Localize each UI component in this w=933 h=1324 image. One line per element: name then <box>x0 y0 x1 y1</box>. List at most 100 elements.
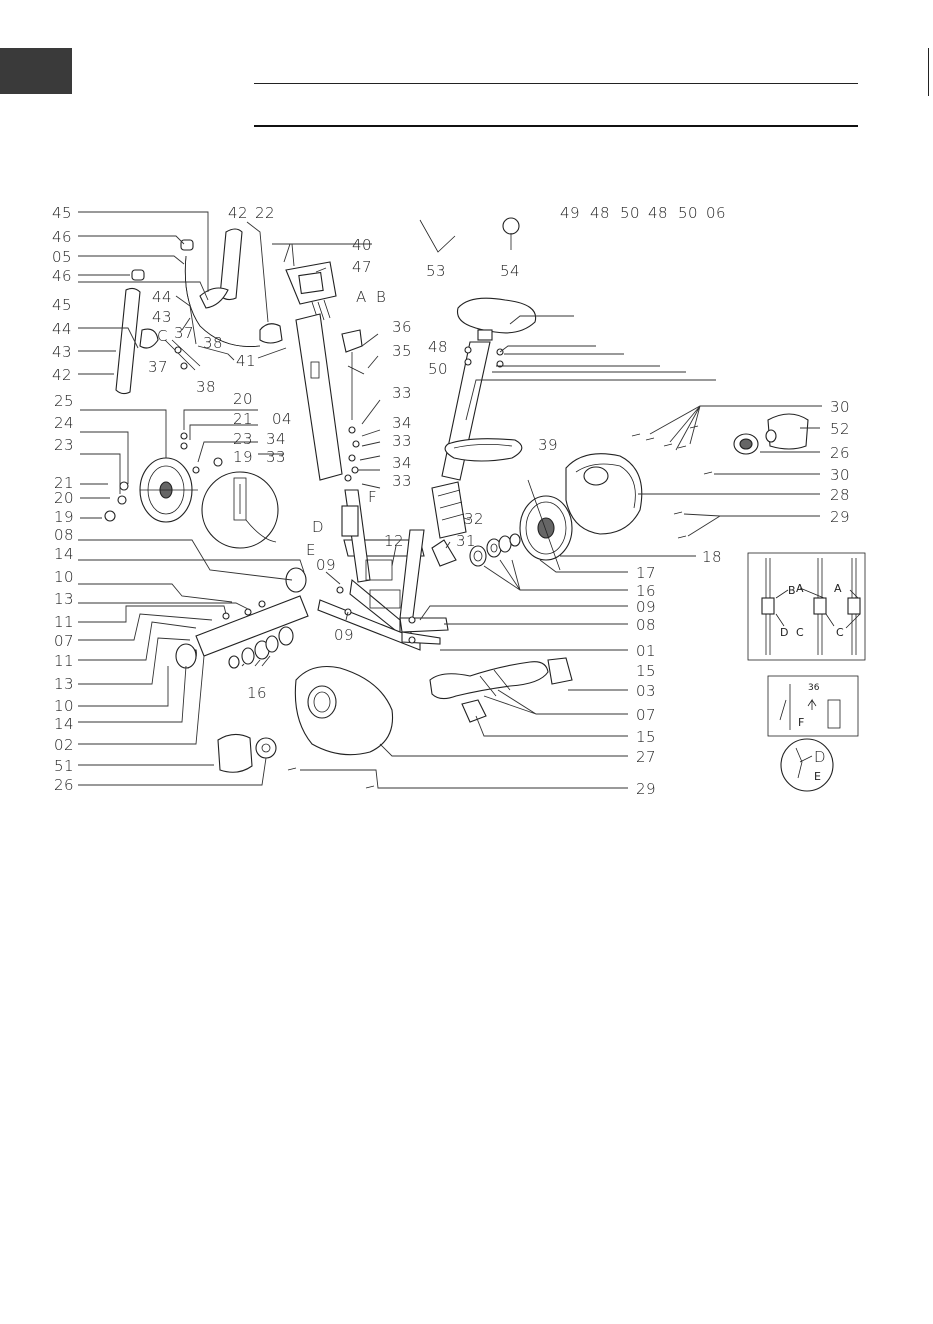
callout-02: 02 <box>54 736 74 754</box>
detail-box-connectors <box>748 553 865 660</box>
callout-27: 27 <box>636 748 656 766</box>
callout-48-a: 48 <box>590 204 610 222</box>
callout-14-a: 14 <box>54 545 74 563</box>
screws-30 <box>632 426 712 474</box>
callout-46-a: 46 <box>52 228 72 246</box>
callout-31: 31 <box>456 532 476 550</box>
clamp-22 <box>260 324 282 343</box>
callout-09-b: 09 <box>334 626 354 644</box>
handlebar-post-04 <box>296 314 342 480</box>
belt-39 <box>445 439 522 461</box>
callout-50-c: 50 <box>428 360 448 378</box>
callout-50-a: 50 <box>620 204 640 222</box>
callout-01: 01 <box>636 642 656 660</box>
callout-34-c: 34 <box>266 430 286 448</box>
callout-11-a: 11 <box>54 613 74 631</box>
callout-34-b: 34 <box>392 454 412 472</box>
callout-29-a: 29 <box>830 508 850 526</box>
callout-49: 49 <box>560 204 580 222</box>
wrench-54 <box>503 218 519 250</box>
callout-17: 17 <box>636 564 656 582</box>
callout-33-b: 33 <box>392 432 412 450</box>
callout-42-a: 42 <box>52 366 72 384</box>
bracket-31 <box>432 540 456 566</box>
pulley-18 <box>520 480 572 570</box>
callout-08-b: 08 <box>636 616 656 634</box>
front-stabilizer-03 <box>430 658 572 722</box>
callout-E-a: E <box>306 541 316 559</box>
grip-42-left <box>116 288 140 393</box>
callout-25: 25 <box>54 392 74 410</box>
callout-A-c: A <box>834 582 842 595</box>
callout-36-a: 36 <box>392 318 412 336</box>
callout-54: 54 <box>500 262 520 280</box>
callout-08-a: 08 <box>54 526 74 544</box>
callout-34-a: 34 <box>392 414 412 432</box>
callout-28: 28 <box>830 486 850 504</box>
callout-24: 24 <box>54 414 74 432</box>
callout-33-d: 33 <box>266 448 286 466</box>
callout-D-b: D <box>780 626 788 639</box>
callout-38-b: 38 <box>196 378 216 396</box>
callout-03: 03 <box>636 682 656 700</box>
callout-26-b: 26 <box>830 444 850 462</box>
callout-07-b: 07 <box>636 706 656 724</box>
callout-19-b: 19 <box>233 448 253 466</box>
callout-C-a: C <box>157 327 168 345</box>
callout-11-b: 11 <box>54 652 74 670</box>
screws-29-right <box>674 512 686 538</box>
callout-37-a: 37 <box>174 324 194 342</box>
callout-15-a: 15 <box>636 662 656 680</box>
callout-07-a: 07 <box>54 632 74 650</box>
callout-53: 53 <box>426 262 446 280</box>
insert-E <box>342 506 358 536</box>
callout-10-b: 10 <box>54 697 74 715</box>
callout-45-b: 45 <box>52 296 72 314</box>
callout-29-b: 29 <box>636 780 656 798</box>
callout-35: 35 <box>392 342 412 360</box>
callout-52: 52 <box>830 420 850 438</box>
callout-23-a: 23 <box>54 436 74 454</box>
callout-10-a: 10 <box>54 568 74 586</box>
callout-33-a: 33 <box>392 384 412 402</box>
callout-16-a: 16 <box>247 684 267 702</box>
callout-42-b: 42 <box>228 204 248 222</box>
callout-44-a: 44 <box>52 320 72 338</box>
callout-D-c: D <box>814 748 826 766</box>
callout-B-a: B <box>376 288 386 306</box>
callout-E-b: E <box>814 770 821 783</box>
callout-20-a: 20 <box>54 489 74 507</box>
callout-C-b: C <box>796 626 804 639</box>
cap-46-a <box>181 240 193 250</box>
cap-26-left <box>256 738 276 758</box>
callout-D-a: D <box>312 518 324 536</box>
parts-layer <box>105 218 865 791</box>
callout-05: 05 <box>52 248 72 266</box>
pedal-51 <box>218 734 252 772</box>
callout-09-c: 09 <box>636 598 656 616</box>
callout-33-c: 33 <box>392 472 412 490</box>
callout-30-a: 30 <box>830 398 850 416</box>
callout-22: 22 <box>255 204 275 222</box>
sensor-44 <box>140 329 158 348</box>
callout-41: 41 <box>236 352 256 370</box>
callout-43-a: 43 <box>52 343 72 361</box>
chain-cover-28 <box>566 454 642 534</box>
callout-37-b: 37 <box>148 358 168 376</box>
callout-40: 40 <box>352 236 372 254</box>
callout-36-b: 36 <box>808 683 820 693</box>
callout-51: 51 <box>54 757 74 775</box>
callout-26-a: 26 <box>54 776 74 794</box>
callout-20-b: 20 <box>233 390 253 408</box>
callout-C-c: C <box>836 626 844 639</box>
callout-19-a: 19 <box>54 508 74 526</box>
sleeve-32 <box>432 482 466 538</box>
flywheel-25 <box>140 458 198 522</box>
callout-18: 18 <box>702 548 722 566</box>
callout-48-c: 48 <box>428 338 448 356</box>
callout-48-b: 48 <box>648 204 668 222</box>
callout-44-b: 44 <box>152 288 172 306</box>
callout-43-b: 43 <box>152 308 172 326</box>
callout-15-b: 15 <box>636 728 656 746</box>
